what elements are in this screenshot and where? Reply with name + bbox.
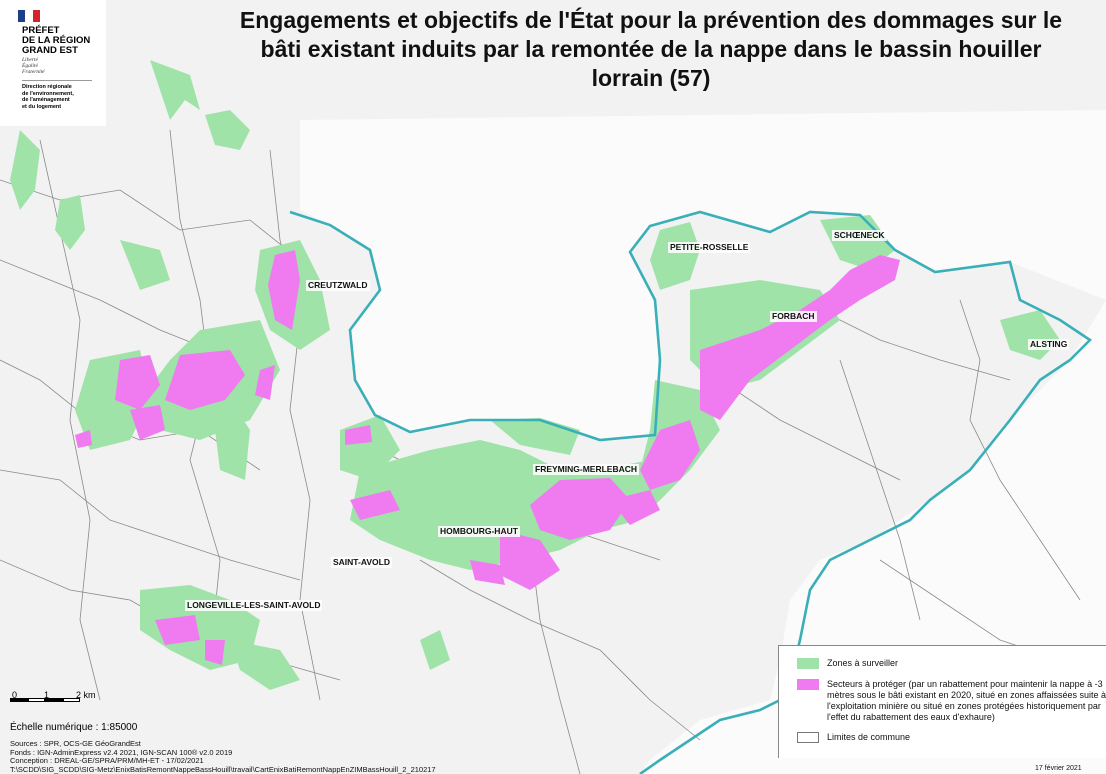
logo-service: Direction régionale de l'environnement, … xyxy=(22,84,74,110)
legend-row-zones: Zones à surveiller xyxy=(797,658,1106,669)
logo-prefet-text: PRÉFET DE LA RÉGION GRAND EST xyxy=(22,25,91,56)
french-flag-icon xyxy=(18,10,40,22)
legend-label-secteurs: Secteurs à protéger (par un rabattement … xyxy=(827,679,1106,722)
map-date: 17 février 2021 xyxy=(1035,765,1082,772)
commune-label-petite-rosselle: PETITE-ROSSELLE xyxy=(668,242,751,253)
commune-label-alsting: ALSTING xyxy=(1028,339,1070,350)
commune-label-freyming-merlebach: FREYMING-MERLEBACH xyxy=(533,464,639,475)
legend-row-limites: Limites de commune xyxy=(797,732,1106,743)
title-line-3: lorrain (57) xyxy=(591,65,711,91)
map-legend: Zones à surveiller Secteurs à protéger (… xyxy=(778,645,1106,758)
outside-area xyxy=(300,110,1106,440)
title-line-1: Engagements et objectifs de l'État pour … xyxy=(239,7,1063,33)
logo-motto: Liberté Égalité Fraternité xyxy=(22,57,45,75)
map-title: Engagements et objectifs de l'État pour … xyxy=(196,6,1106,93)
scale-numeric: Échelle numérique : 1:85000 xyxy=(10,722,138,733)
logo-divider xyxy=(22,80,92,81)
legend-row-secteurs: Secteurs à protéger (par un rabattement … xyxy=(797,679,1106,723)
title-line-2: bâti existant induits par la remontée de… xyxy=(260,36,1042,62)
secteurs-a-proteger xyxy=(75,250,900,665)
basin-boundary xyxy=(289,210,1093,774)
scale-bar xyxy=(10,698,80,702)
commune-label-hombourg-haut: HOMBOURG-HAUT xyxy=(438,526,520,537)
commune-label-saint-avold: SAINT-AVOLD xyxy=(331,557,392,568)
legend-label-limites: Limites de commune xyxy=(827,732,911,742)
sources-block: Sources : SPR, OCS-GE GéoGrandEst Fonds … xyxy=(10,740,436,774)
commune-label-schoeneck: SCHŒNECK xyxy=(832,230,887,241)
legend-swatch-zones xyxy=(797,658,819,669)
prefet-logo: PRÉFET DE LA RÉGION GRAND EST Liberté Ég… xyxy=(0,0,106,126)
commune-label-forbach: FORBACH xyxy=(770,311,817,322)
commune-label-longeville: LONGEVILLE-LES-SAINT-AVOLD xyxy=(185,600,323,611)
legend-label-zones: Zones à surveiller xyxy=(827,658,899,668)
scale-tick-0: 0 xyxy=(12,690,18,700)
legend-swatch-limites xyxy=(797,732,819,743)
scale-tick-1: 1 xyxy=(44,690,50,700)
scale-tick-2: 2 km xyxy=(76,690,96,700)
commune-label-creutzwald: CREUTZWALD xyxy=(306,280,370,291)
legend-swatch-secteurs xyxy=(797,679,819,690)
